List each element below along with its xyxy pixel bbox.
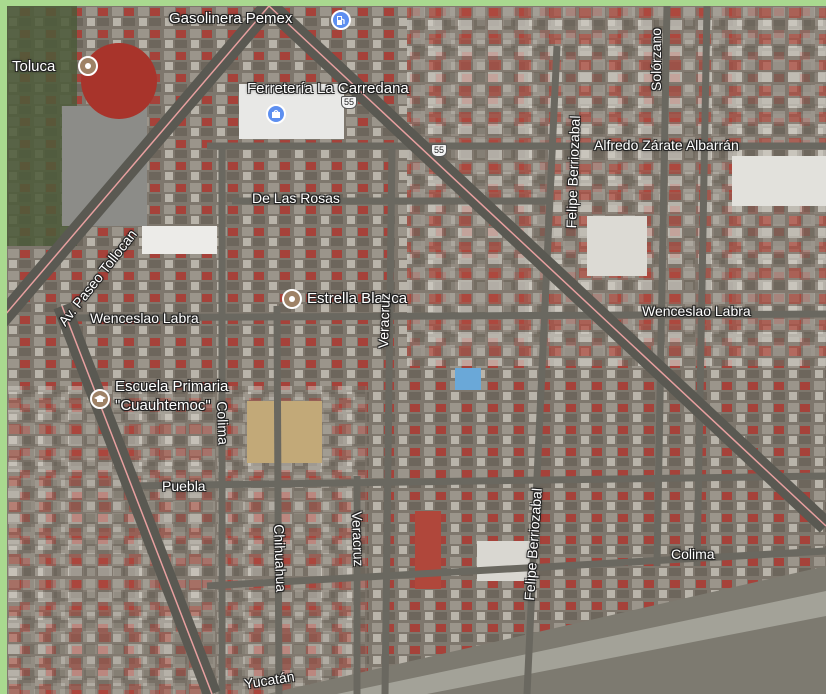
ferreteria-pin[interactable] [266, 104, 286, 124]
street-puebla: Puebla [162, 478, 206, 494]
street-solorzano: Solórzano [648, 27, 664, 91]
escuela-pin[interactable] [90, 389, 110, 409]
map-imagery [7, 6, 826, 694]
shopping-bag-icon [272, 109, 280, 118]
ferreteria-label: Ferretería La Carredana [247, 80, 409, 97]
graduation-cap-icon [94, 395, 106, 402]
street-de-las-rosas: De Las Rosas [252, 190, 340, 206]
estrella-blanca-pin[interactable] [282, 289, 302, 309]
route-55-shield: 55 [341, 96, 358, 109]
street-wenceslao-left: Wenceslao Labra [90, 310, 199, 326]
gasolinera-pemex-label: Gasolinera Pemex [169, 10, 293, 27]
gas-station-icon [337, 15, 345, 25]
street-wenceslao-right: Wenceslao Labra [642, 303, 751, 319]
escuela-label-line1: Escuela Primaria [115, 378, 229, 395]
street-veracruz-top: Veracruz [375, 292, 393, 349]
route-55-shield: 55 [431, 144, 448, 157]
place-pin-icon [85, 63, 91, 69]
satellite-map[interactable]: Gasolinera Pemex Toluca Ferretería La Ca… [7, 6, 826, 694]
estrella-blanca-label: Estrella Blanca [307, 290, 408, 307]
toluca-pin[interactable] [78, 56, 98, 76]
street-colima-horizontal: Colima [671, 546, 715, 562]
street-veracruz-bottom: Veracruz [349, 511, 367, 567]
toluca-label: Toluca [12, 58, 56, 75]
gas-station-pin[interactable] [331, 10, 351, 30]
street-alfredo-zarate: Alfredo Zárate Albarrán [594, 137, 739, 153]
street-colima-vertical: Colima [214, 401, 232, 446]
street-chihuahua: Chihuahua [271, 524, 290, 593]
place-pin-icon [289, 296, 295, 302]
escuela-label-line2: "Cuauhtemoc" [115, 397, 211, 414]
